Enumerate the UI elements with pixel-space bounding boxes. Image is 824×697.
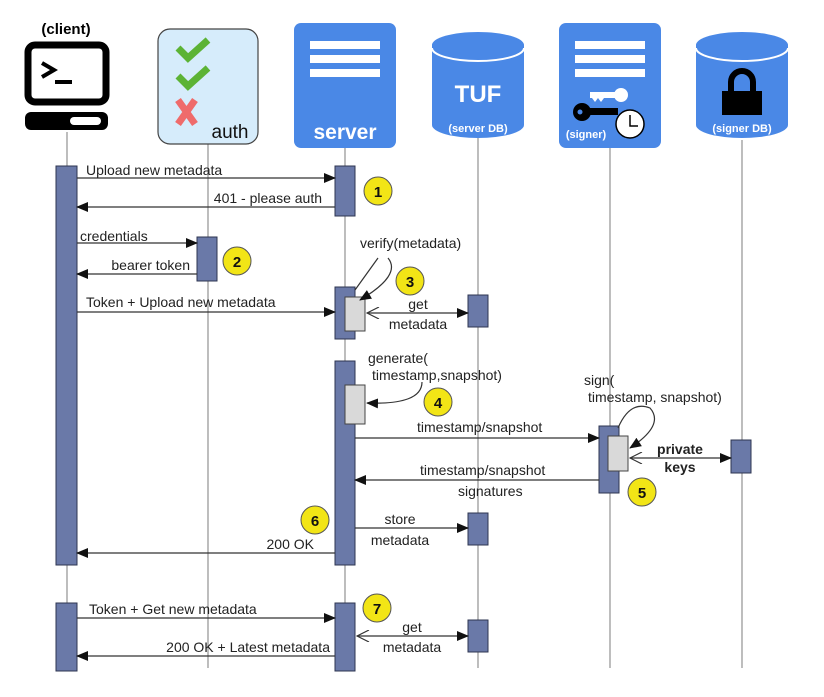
msg-verify-curve	[359, 257, 393, 301]
server-participant: server	[294, 23, 396, 148]
msg-private-keys-label-b: keys	[664, 459, 695, 475]
client-label: (client)	[41, 21, 90, 38]
step-badge-2: 2	[222, 246, 252, 276]
signer-label: (signer)	[566, 129, 607, 141]
msg-signatures-label-a: timestamp/snapshot	[420, 462, 545, 478]
client-activation-2	[55, 602, 78, 672]
signer-participant: (signer)	[559, 23, 661, 148]
step-badge-4: 4	[423, 387, 453, 417]
msg-signatures-label-b: signatures	[458, 483, 523, 499]
server-db-activation-2	[467, 512, 489, 546]
step-badge-5: 5	[627, 477, 657, 507]
signer-db-activation	[730, 439, 752, 474]
signer-db-label: (signer DB)	[712, 123, 772, 135]
signer-db-participant: (signer DB)	[695, 32, 789, 138]
msg-401-label: 401 - please auth	[214, 190, 322, 206]
msg-200-ok-latest-label: 200 OK + Latest metadata	[166, 639, 330, 655]
svg-text:3: 3	[406, 274, 414, 291]
msg-get-metadata-2-label-b: metadata	[383, 639, 442, 655]
lock-icon	[722, 68, 762, 115]
signer-sign-subactivation	[607, 435, 629, 472]
step-badge-3: 3	[395, 266, 425, 296]
svg-text:6: 6	[311, 513, 319, 530]
svg-text:5: 5	[638, 485, 646, 502]
server-label: server	[313, 121, 376, 144]
msg-sign-curve	[617, 405, 655, 449]
msg-verify-arrow	[354, 257, 379, 291]
server-generate-subactivation	[344, 384, 366, 425]
server-db-activation-1	[467, 294, 489, 328]
msg-sign-label-a: sign(	[584, 372, 615, 388]
svg-text:1: 1	[374, 184, 382, 201]
server-db-sublabel: (server DB)	[448, 123, 508, 135]
server-icon	[294, 23, 396, 148]
step-badge-1: 1	[363, 176, 393, 206]
msg-generate-curve	[366, 381, 423, 409]
terminal-icon	[24, 41, 110, 130]
msg-generate-label-b: timestamp,snapshot)	[372, 367, 502, 383]
client-activation-1	[55, 165, 78, 566]
msg-upload-label: Upload new metadata	[86, 162, 222, 178]
msg-get-metadata-1-label-a: get	[408, 296, 428, 312]
auth-activation	[196, 236, 218, 282]
msg-sign-label-b: timestamp, snapshot)	[588, 389, 722, 405]
server-activation-4	[334, 602, 356, 672]
msg-token-upload-label: Token + Upload new metadata	[86, 294, 276, 310]
msg-verify-label: verify(metadata)	[360, 235, 461, 251]
msg-store-metadata-label-a: store	[384, 511, 415, 527]
svg-text:2: 2	[233, 254, 241, 271]
msg-get-metadata-1-label-b: metadata	[389, 316, 448, 332]
signer-keys-icon	[573, 88, 645, 139]
server-db-participant: TUF (server DB)	[431, 32, 525, 138]
msg-bearer-label: bearer token	[111, 257, 190, 273]
msg-get-metadata-2-label-a: get	[402, 619, 422, 635]
server-db-title: TUF	[455, 81, 502, 108]
auth-participant: auth	[157, 28, 259, 145]
client-participant: (client)	[24, 21, 110, 130]
server-activation-1	[334, 165, 356, 217]
database-icon	[431, 32, 525, 138]
msg-token-get-label: Token + Get new metadata	[89, 601, 257, 617]
msg-store-metadata-label-b: metadata	[371, 532, 430, 548]
step-badge-6: 6	[300, 505, 330, 535]
svg-text:7: 7	[373, 601, 381, 618]
msg-200-ok-label: 200 OK	[267, 536, 315, 552]
server-db-activation-3	[467, 619, 489, 653]
step-badge-7: 7	[362, 593, 392, 623]
msg-credentials-label: credentials	[80, 228, 148, 244]
msg-generate-label-a: generate(	[368, 350, 428, 366]
msg-private-keys-label-a: private	[657, 441, 703, 457]
svg-text:4: 4	[434, 395, 443, 412]
auth-label: auth	[212, 122, 249, 143]
msg-timestamp-snapshot-label: timestamp/snapshot	[417, 419, 542, 435]
server-verify-subactivation	[344, 296, 366, 332]
